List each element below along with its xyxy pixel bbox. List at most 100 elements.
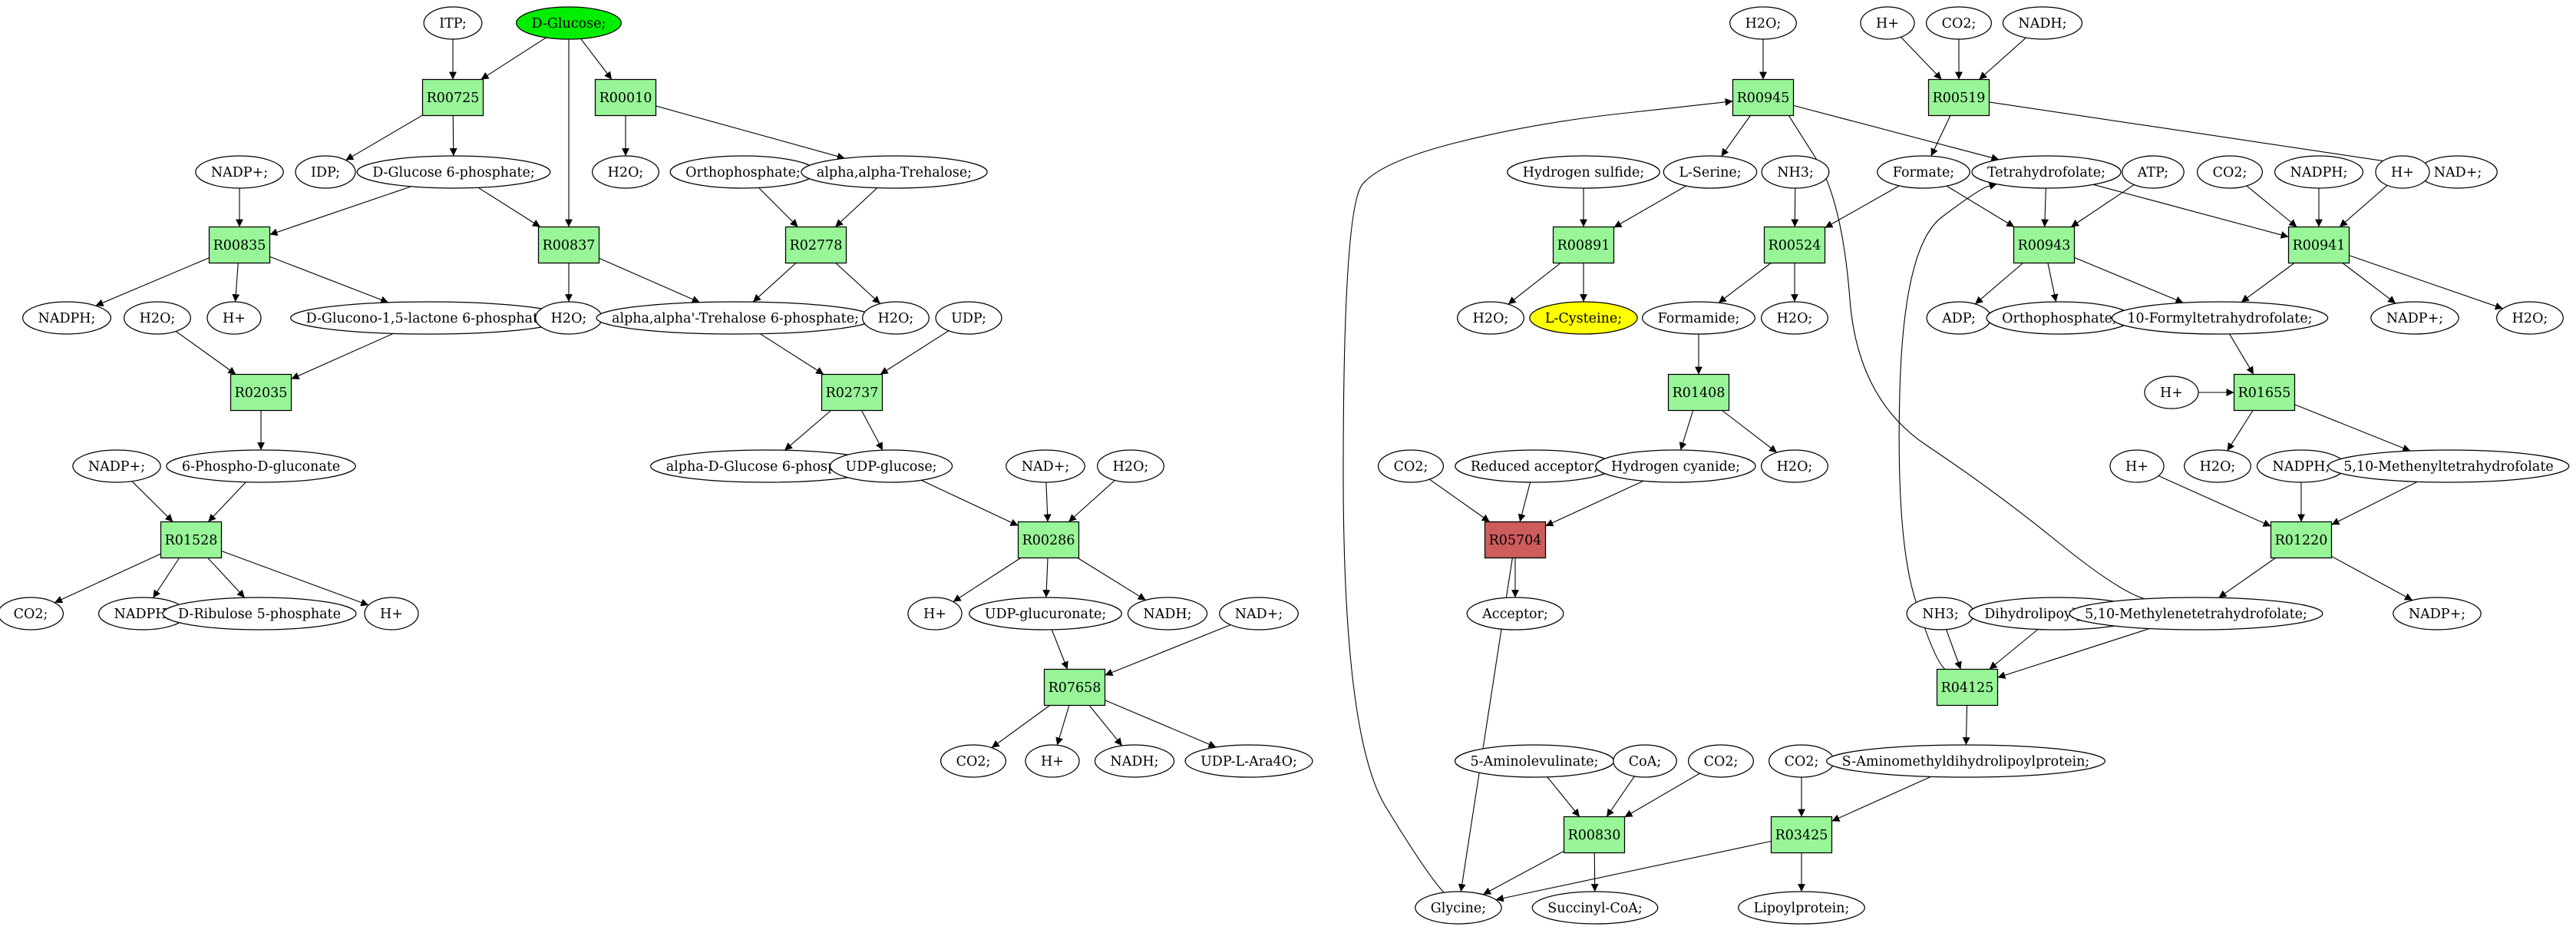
compound-node-co2_a: CO2; (0, 597, 64, 630)
edge-r01408-to-hcn (1679, 410, 1694, 451)
compound-ellipse (1761, 449, 1828, 483)
compound-ellipse (801, 155, 988, 189)
edge-co2_e-to-r05704 (1429, 478, 1491, 522)
compound-ellipse (1595, 449, 1756, 483)
compound-node-nadph_c: NADPH; (2274, 155, 2364, 189)
edge-phosphogluconate-to-r01528 (207, 482, 246, 522)
compound-ellipse (1097, 449, 1164, 483)
compound-node-acceptor: Acceptor; (1466, 597, 1564, 630)
compound-node-g6p: D-Glucose 6-phosphate; (356, 155, 551, 189)
node-label: Orthophosphate; (685, 165, 801, 180)
compound-ellipse (862, 301, 930, 335)
edge-r07658-to-hplus_d (1055, 705, 1070, 746)
compound-node-hplus_h: H+ (2109, 449, 2165, 483)
edge-gluconolactone-to-r02035 (291, 333, 394, 379)
compound-node-thf: Tetrahydrofolate; (1971, 155, 2122, 189)
reaction-node-r00837: R00837 (537, 226, 600, 264)
reaction-node-r01655: R01655 (2233, 373, 2296, 412)
node-label: R05704 (1489, 533, 1542, 548)
compound-ellipse (1641, 301, 1756, 335)
edge-nadp_b-to-r01528 (131, 481, 173, 522)
node-label: CO2; (1704, 754, 1739, 769)
reaction-box (1667, 373, 1730, 412)
compound-node-hplus_a: H+ (206, 301, 262, 335)
compound-ellipse (935, 301, 1002, 335)
compound-node-h2o_c: H2O; (535, 301, 603, 335)
edge-nh3_b-to-r04125 (1946, 629, 1962, 670)
edge-r03425-to-glycine (1495, 840, 1772, 902)
node-label: NAD+; (1022, 459, 1070, 475)
edge-g6p-to-r00837 (477, 187, 541, 227)
compound-ellipse (2196, 155, 2264, 189)
compound-node-nadph_b: NADPH; (97, 597, 188, 630)
node-label: 5,10-Methylenetetrahydrofolate; (2085, 607, 2307, 622)
compound-node-formate: Formate; (1877, 155, 1970, 189)
node-label: R02035 (235, 386, 288, 401)
edge-nadh_c-to-r00519 (1979, 37, 2026, 80)
reaction-node-r00941: R00941 (2287, 226, 2350, 264)
edge-glycine-to-r00945 (1342, 98, 1733, 893)
compound-node-itp: ITP; (423, 6, 483, 40)
compound-ellipse (1466, 597, 1564, 630)
compound-ellipse (166, 449, 356, 483)
compound-node-nadp_b: NADP+; (72, 449, 161, 483)
edge-r01528-to-ribulose (207, 558, 246, 598)
edge-r01528-to-nadph_b (152, 558, 180, 598)
compound-node-methylenethf: 5,10-Methylenetetrahydrofolate; (2069, 597, 2323, 630)
edge-r02737-to-udpglucose (860, 410, 883, 451)
edge-r00941-to-nadp_c (2342, 263, 2396, 304)
node-label: 6-Phospho-D-gluconate (182, 459, 340, 475)
compound-node-redacceptor: Reduced acceptor; (1455, 449, 1614, 483)
node-label: NADPH; (38, 311, 96, 326)
reaction-node-r03425: R03425 (1770, 816, 1833, 854)
reaction-node-r00830: R00830 (1563, 816, 1626, 854)
node-label: H2O; (2512, 311, 2548, 326)
compound-ellipse (969, 597, 1122, 630)
compound-node-h2o_e: H2O; (1097, 449, 1164, 483)
compound-node-t6p: alpha,alpha'-Trehalose 6-phosphate; (596, 301, 875, 335)
compound-node-nh3_b: NH3; (1906, 597, 1975, 630)
compound-node-hplus_b: H+ (364, 597, 419, 630)
compound-node-trehalose: alpha,alpha-Trehalose; (801, 155, 988, 189)
edge-formylthf-to-r01655 (2229, 333, 2254, 375)
node-label: ADP; (1941, 311, 1976, 326)
node-label: H+ (1876, 16, 1899, 31)
compound-ellipse (2122, 155, 2185, 189)
node-label: NADP+; (2386, 311, 2443, 326)
node-label: R00524 (1769, 238, 1821, 253)
edge-r00830-to-succinylcoa (1590, 852, 1599, 892)
compound-node-methenylthf: 5,10-Methenyltetrahydrofolate (2327, 449, 2570, 483)
node-label: Hydrogen sulfide; (1523, 165, 1645, 180)
edge-orthophos_a-to-r02778 (758, 187, 798, 227)
compound-node-nadp_a: NADP+; (195, 155, 284, 189)
compound-node-nadp_c: NADP+; (2370, 301, 2459, 335)
edge-r01655-to-h2o_k (2227, 410, 2254, 452)
compound-ellipse (1925, 6, 1993, 40)
node-label: NAD+; (2434, 165, 2482, 180)
edge-r00725-to-g6p (449, 115, 457, 157)
compound-node-nh3_a: NH3; (1761, 155, 1830, 189)
node-label: CoA; (1629, 754, 1661, 769)
compound-ellipse (1127, 597, 1208, 630)
compound-node-nadp_d: NADP+; (2393, 597, 2482, 630)
edge-nad_b-to-r07658 (1105, 624, 1231, 677)
compound-node-lipoylprotein: Lipoylprotein; (1738, 891, 1865, 925)
edge-r00524-to-formamide (1718, 263, 1772, 303)
reaction-box (821, 373, 883, 412)
compound-node-h2o_h: H2O; (1761, 301, 1828, 335)
reaction-node-r07658: R07658 (1043, 668, 1106, 707)
node-label: R03425 (1775, 828, 1828, 843)
node-label: NADH; (2018, 16, 2066, 31)
compound-node-lcysteine: L-Cysteine; (1529, 301, 1638, 335)
edge-h2o_b-to-r02035 (175, 330, 236, 375)
node-label: IDP; (311, 165, 340, 180)
edge-methenylthf-to-r01220 (2331, 481, 2418, 525)
reaction-box (1563, 816, 1626, 854)
node-label: L-Cysteine; (1545, 311, 1622, 326)
compound-ellipse (124, 301, 191, 335)
compound-ellipse (2496, 301, 2564, 335)
compound-ellipse (356, 155, 551, 189)
compound-ellipse (1738, 891, 1865, 925)
node-label: ITP; (439, 16, 467, 31)
